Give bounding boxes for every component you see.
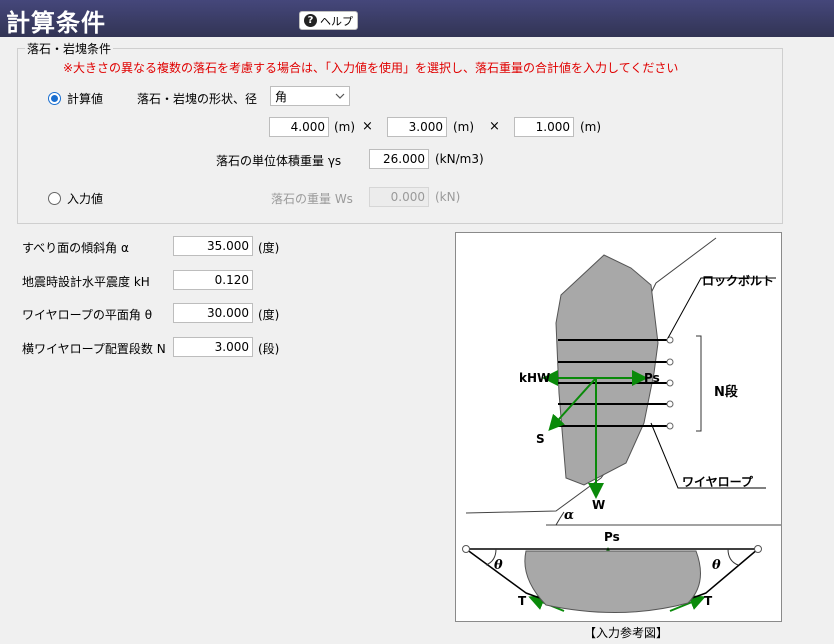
seismic-coef-input[interactable]: 0.120 <box>173 270 253 290</box>
help-button[interactable]: ? ヘルプ <box>299 11 358 30</box>
alpha-label: α <box>564 508 574 523</box>
rope-stages-input[interactable]: 3.000 <box>173 337 253 357</box>
figure-caption: 【入力参考図】 <box>584 626 669 640</box>
rope-angle-input[interactable]: 30.000 <box>173 303 253 323</box>
rock-bolt-leader <box>667 277 776 339</box>
shape-select[interactable]: 角 <box>270 86 350 106</box>
wire-rope-label: ワイヤロープ <box>682 474 754 489</box>
gamma-label: 落石の単位体積重量 γs <box>216 154 342 168</box>
theta-arc-right <box>727 548 739 566</box>
input-radio-option[interactable]: 入力値 <box>48 190 103 207</box>
w-label: W <box>592 498 605 512</box>
rock-block <box>555 254 659 486</box>
times-sign-2: × <box>489 119 500 134</box>
weight-label: 落石の重量 Ws <box>271 192 353 206</box>
instruction-note: ※大きさの異なる複数の落石を考慮する場合は、「入力値を使用」を選択し、落石重量の… <box>63 61 679 75</box>
calc-radio-label: 計算値 <box>67 92 104 106</box>
reference-diagram: ロックボルト N段 ワイヤロープ kHW Ps S W α Ps θ θ T T <box>462 237 781 614</box>
rope-angle-label: ワイヤロープの平面角 θ <box>22 308 153 322</box>
input-radio-label: 入力値 <box>67 192 104 206</box>
t-left-label: T <box>518 594 527 608</box>
rope-angle-unit: (度) <box>258 308 280 322</box>
unit-m-2: (m) <box>453 120 475 134</box>
rope-stages-label: 横ワイヤロープ配置段数 N <box>22 342 166 356</box>
theta-arc-left <box>485 548 497 566</box>
theta-left-label: θ <box>494 558 503 573</box>
help-button-label: ヘルプ <box>320 14 353 28</box>
s-label: S <box>536 432 545 446</box>
gamma-input[interactable]: 26.000 <box>369 149 429 169</box>
plan-anchor-left <box>462 545 470 553</box>
alpha-arc <box>555 511 565 526</box>
dim-input-1[interactable]: 4.000 <box>269 117 329 137</box>
plan-rock <box>524 550 701 614</box>
n-dan-label: N段 <box>714 384 738 400</box>
unit-m-3: (m) <box>580 120 602 134</box>
dim-input-2[interactable]: 3.000 <box>387 117 447 137</box>
chevron-down-icon <box>335 93 345 99</box>
gamma-unit: (kN/m3) <box>435 152 484 166</box>
bolt-anchors <box>666 336 674 430</box>
ps-label: Ps <box>644 371 660 385</box>
theta-right-label: θ <box>712 558 721 573</box>
slope-angle-unit: (度) <box>258 241 280 255</box>
plan-anchor-right <box>754 545 762 553</box>
group-legend: 落石・岩塊条件 <box>25 40 114 57</box>
wire-rope-leader <box>650 422 766 489</box>
question-circle-icon: ? <box>304 14 317 27</box>
weight-unit: (kN) <box>435 190 461 204</box>
n-bracket <box>696 335 702 432</box>
t-right-label: T <box>704 594 713 608</box>
unit-m-1: (m) <box>334 120 356 134</box>
reference-figure: ロックボルト N段 ワイヤロープ kHW Ps S W α Ps θ θ T T <box>455 232 782 622</box>
dim-input-3[interactable]: 1.000 <box>514 117 574 137</box>
seismic-coef-label: 地震時設計水平震度 kH <box>22 275 150 289</box>
shape-select-value: 角 <box>275 89 288 104</box>
wire-lines <box>558 339 668 427</box>
times-sign-1: × <box>362 119 373 134</box>
slope-angle-label: すべり面の傾斜角 α <box>22 241 129 255</box>
calc-radio[interactable] <box>48 92 61 105</box>
slope-angle-input[interactable]: 35.000 <box>173 236 253 256</box>
calc-radio-option[interactable]: 計算値 <box>48 90 103 107</box>
khw-label: kHW <box>519 371 550 385</box>
shape-label: 落石・岩塊の形状、径 <box>137 92 258 106</box>
weight-input[interactable]: 0.000 <box>369 187 429 207</box>
input-radio[interactable] <box>48 192 61 205</box>
title-bar: 計算条件 ? ヘルプ <box>0 0 834 37</box>
page-title: 計算条件 <box>6 9 106 37</box>
rope-stages-unit: (段) <box>258 342 280 356</box>
ps-bottom-label: Ps <box>604 530 620 544</box>
rock-bolt-label: ロックボルト <box>702 273 774 288</box>
